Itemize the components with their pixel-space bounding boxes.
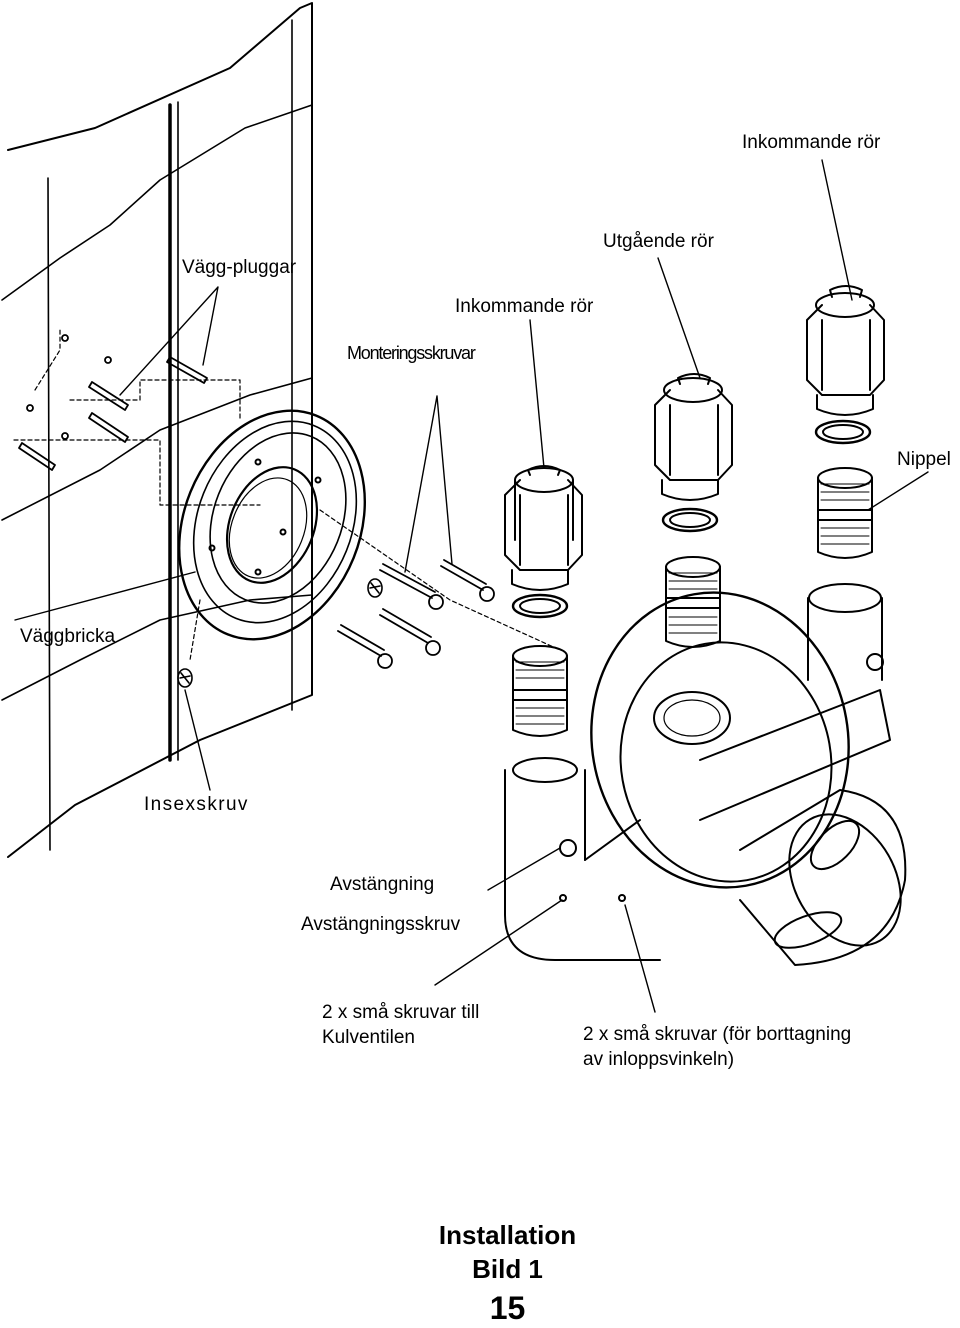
union-fitting-middle [654,373,733,533]
wall-plugs [18,334,208,471]
label-avstangning: Avstängning [330,874,435,895]
caption-subtitle: Bild 1 [472,1254,543,1284]
label-inkommande-ror-top: Inkommande rör [742,132,881,153]
label-vagg-pluggar: Vägg-pluggar [182,257,297,278]
mounting-screws [337,559,495,669]
label-sma-skruvar-kulventil-2: Kulventilen [322,1027,415,1048]
nipple-middle [665,556,721,648]
leader-lines [14,159,929,1013]
nipple-left [512,645,568,737]
label-utgaende-ror: Utgående rör [603,231,714,252]
label-sma-skruvar-inlopp-2: av inloppsvinkeln) [583,1049,735,1070]
label-vaggbricka: Väggbricka [20,626,116,647]
label-inkommande-ror-mid: Inkommande rör [455,296,594,317]
page-number: 15 [489,1290,526,1326]
label-monteringsskruvar: Monteringsskruvar [347,343,476,363]
tiled-wall [1,2,313,858]
mixer-valve [504,583,907,966]
label-avstangningsskruv: Avstängningsskruv [301,914,461,935]
union-fitting-right [806,285,885,445]
threaded-nipples [512,467,873,737]
label-sma-skruvar-inlopp-1: 2 x små skruvar (för borttagning [583,1024,852,1045]
union-fitting-left [504,465,583,619]
nipple-right [817,467,873,559]
grub-screws [177,578,383,688]
label-sma-skruvar-kulventil-1: 2 x små skruvar till [322,1002,480,1023]
plug-layout-dashed [13,329,561,661]
caption-title: Installation [438,1220,577,1250]
wall-rosette [178,409,366,641]
label-nippel: Nippel [897,449,951,470]
label-insexskruv: Insexskruv [144,794,249,815]
